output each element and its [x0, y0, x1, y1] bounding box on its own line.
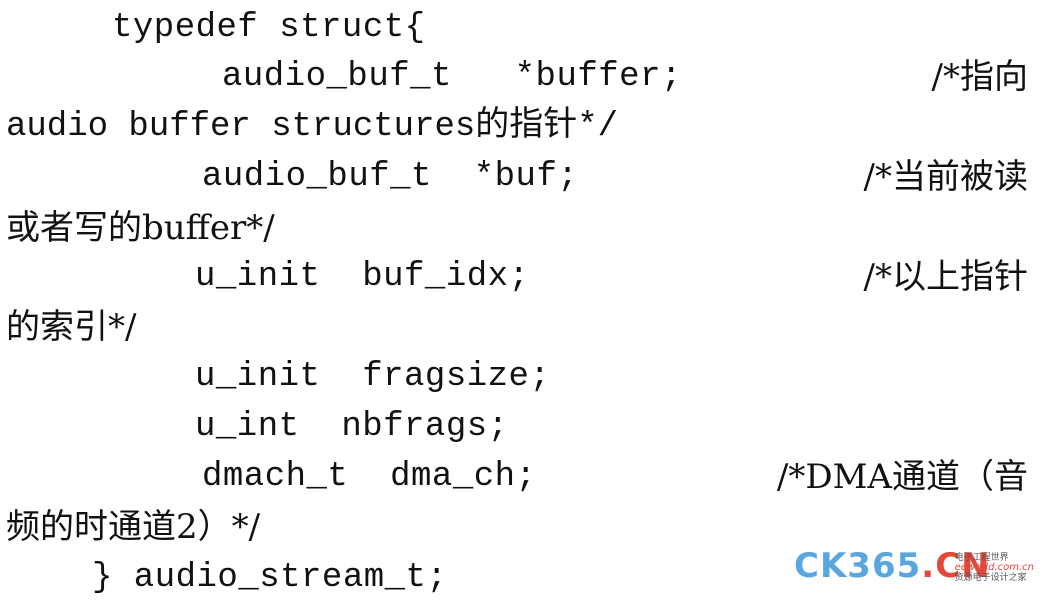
code-line-dma-ch: dmach_t dma_ch;	[202, 458, 537, 496]
watermark-brand: CK365	[794, 546, 922, 586]
comment-dma-ch: /*DMA通道（音	[776, 457, 1028, 497]
watermark-sub-cn: 电子工程世界	[954, 553, 1009, 563]
watermark-logo: CK365.CN	[794, 549, 991, 583]
code-line-nbfrags: u_int nbfrags;	[195, 408, 509, 446]
comment-buf: /*当前被读	[863, 157, 1028, 197]
code-line-buffer: audio_buf_t *buffer;	[222, 58, 682, 96]
comment-buffer-wrap: audio buffer structures的指针*/	[6, 108, 619, 146]
comment-buf-idx-wrap: 的索引*/	[6, 307, 137, 347]
watermark-brand-suffix: .CN	[921, 546, 991, 586]
code-line-closing: } audio_stream_t;	[92, 559, 448, 597]
comment-buf-idx: /*以上指针	[863, 257, 1028, 297]
code-line-fragsize: u_init fragsize;	[195, 358, 551, 396]
comment-dma-ch-wrap: 频的时通道2）*/	[6, 507, 261, 547]
comment-buf-wrap: 或者写的buffer*/	[6, 208, 275, 248]
watermark-sub-tag: 资源电子设计之家	[954, 573, 1027, 583]
watermark-subtext: 电子工程世界 eeworld.com.cn 资源电子设计之家	[955, 553, 1034, 583]
code-line-buf: audio_buf_t *buf;	[202, 158, 579, 196]
comment-buffer: /*指向	[931, 57, 1028, 97]
code-line-buf-idx: u_init buf_idx;	[195, 258, 530, 296]
code-line-typedef: typedef struct{	[112, 9, 426, 47]
watermark-sub-site: eeworld.com.cn	[954, 562, 1034, 573]
site-watermark: CK365.CN 电子工程世界 eeworld.com.cn 资源电子设计之家	[794, 549, 1034, 583]
